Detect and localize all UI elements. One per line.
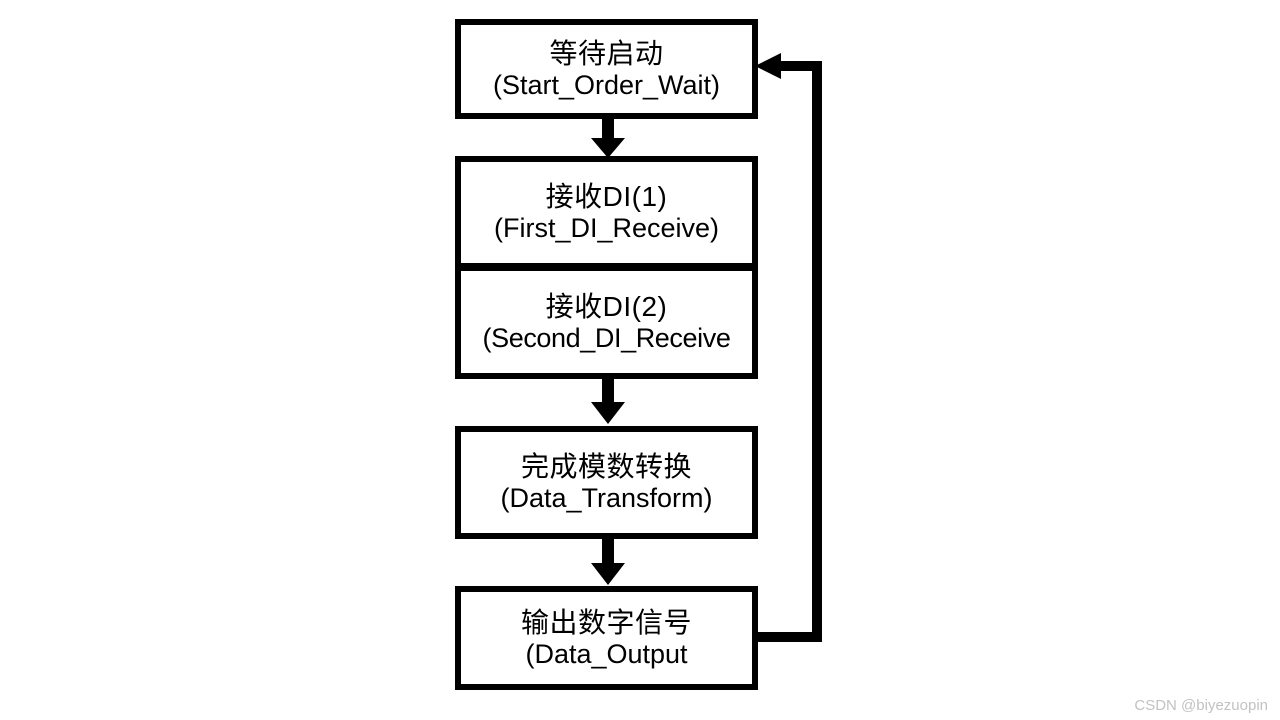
edge-output-to-start-feedback	[752, 53, 822, 642]
edge-transform-to-output	[591, 539, 625, 585]
watermark: CSDN @biyezuopin	[1134, 697, 1268, 714]
node-first-di-receive[interactable]: 接收DI(1) (First_DI_Receive)	[455, 156, 758, 269]
node-label-cn: 完成模数转换	[520, 451, 692, 483]
node-label-cn: 接收DI(1)	[545, 181, 668, 213]
node-label-en: (Second_DI_Receive	[482, 322, 731, 353]
node-label-en: (Start_Order_Wait)	[492, 69, 721, 100]
edge-second-di-to-transform	[591, 379, 625, 424]
node-label-en: (Data_Output	[525, 638, 688, 669]
node-second-di-receive[interactable]: 接收DI(2) (Second_DI_Receive	[455, 265, 758, 379]
edge-start-to-first-di	[591, 119, 625, 158]
node-label-cn: 接收DI(2)	[545, 290, 668, 322]
node-label-en: (Data_Transform)	[500, 483, 713, 514]
node-data-transform[interactable]: 完成模数转换 (Data_Transform)	[455, 426, 758, 539]
node-label-en: (First_DI_Receive)	[493, 213, 720, 244]
node-start-order-wait[interactable]: 等待启动 (Start_Order_Wait)	[455, 19, 758, 119]
node-label-cn: 输出数字信号	[520, 606, 692, 638]
node-data-output[interactable]: 输出数字信号 (Data_Output	[455, 586, 758, 690]
node-label-cn: 等待启动	[549, 37, 664, 69]
